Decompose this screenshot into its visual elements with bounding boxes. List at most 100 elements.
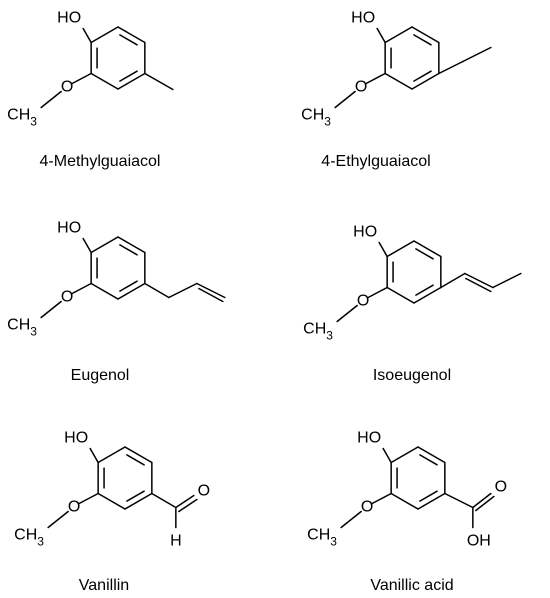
ring-double-bond bbox=[126, 490, 145, 502]
ring-double-bond bbox=[119, 70, 138, 82]
compound-name-4-methylguaiacol: 4-Methylguaiacol bbox=[40, 153, 161, 170]
hydroxyl-label: HO bbox=[357, 430, 381, 447]
methyl-label: CH3 bbox=[301, 107, 331, 129]
ring-bond bbox=[384, 72, 413, 90]
molecule-4-ethylguaiacol: HO O CH3 bbox=[301, 10, 492, 129]
propenyl-double-bond bbox=[465, 277, 492, 293]
ether-bond bbox=[365, 72, 386, 85]
ring-bond bbox=[413, 286, 442, 304]
propenyl-bond-1 bbox=[440, 272, 466, 289]
acid-carbonyl-bond bbox=[472, 492, 492, 509]
methyl-label: CH3 bbox=[303, 321, 333, 343]
ring-bond bbox=[124, 492, 153, 510]
acid-carbonyl-oxygen-label: O bbox=[495, 479, 507, 496]
aldehyde-hydrogen-label: H bbox=[170, 533, 182, 550]
ether-oxygen-label: O bbox=[68, 499, 80, 516]
carbonyl-oxygen-label: O bbox=[198, 483, 210, 500]
methyl-label: CH3 bbox=[307, 527, 337, 549]
ether-bond bbox=[78, 492, 99, 505]
hydroxyl-bond bbox=[378, 241, 388, 258]
molecule-isoeugenol: HO O CH3 bbox=[303, 224, 522, 343]
ring-bond bbox=[390, 446, 419, 464]
hydroxyl-label: HO bbox=[57, 220, 81, 237]
compound-name-vanillic-acid: Vanillic acid bbox=[370, 577, 453, 594]
ring-bond bbox=[384, 26, 413, 44]
aldehyde-bond bbox=[151, 492, 177, 509]
ring-bond bbox=[117, 236, 146, 254]
ring-bond bbox=[411, 72, 440, 90]
acid-carbonyl-double-bond bbox=[475, 495, 495, 512]
hydroxyl-label: HO bbox=[351, 10, 375, 27]
ring-bond bbox=[90, 282, 119, 300]
methyl-label: CH3 bbox=[14, 527, 44, 549]
ring-double-bond bbox=[419, 490, 438, 502]
methyl-bond bbox=[40, 90, 62, 109]
ring-bond bbox=[90, 236, 119, 254]
allyl-bond-1 bbox=[144, 282, 170, 299]
methyl-bond bbox=[340, 510, 362, 529]
allyl-double-bond bbox=[198, 287, 224, 303]
molecule-4-methylguaiacol: HO O CH3 bbox=[7, 10, 174, 129]
ring-double-bond bbox=[419, 454, 438, 466]
hydroxyl-label: HO bbox=[64, 430, 88, 447]
ring-double-bond bbox=[413, 34, 432, 46]
compound-name-eugenol: Eugenol bbox=[71, 367, 130, 384]
methyl-bond bbox=[334, 90, 356, 109]
ring-bond bbox=[117, 282, 146, 300]
hydroxyl-bond bbox=[382, 447, 392, 464]
allyl-bond-3 bbox=[196, 282, 226, 299]
carbonyl-double-bond bbox=[178, 498, 198, 513]
methyl-label: CH3 bbox=[7, 107, 37, 129]
methyl-bond bbox=[336, 304, 358, 323]
methyl-side-chain-bond bbox=[144, 72, 174, 91]
ether-bond bbox=[367, 286, 388, 299]
propenyl-bond-3 bbox=[492, 272, 522, 289]
compound-name-vanillin: Vanillin bbox=[79, 577, 129, 594]
molecule-vanillin: HO O CH3 O H bbox=[14, 430, 210, 550]
ring-bond bbox=[386, 286, 415, 304]
ether-bond bbox=[71, 282, 92, 295]
ether-oxygen-label: O bbox=[355, 79, 367, 96]
ring-bond bbox=[97, 446, 126, 464]
ethyl-bond-2 bbox=[462, 46, 492, 63]
hydroxyl-bond bbox=[82, 27, 92, 44]
ring-double-bond bbox=[119, 244, 138, 256]
ring-double-bond bbox=[415, 284, 434, 296]
ring-bond bbox=[117, 26, 146, 44]
compound-name-isoeugenol: Isoeugenol bbox=[373, 367, 451, 384]
methyl-bond bbox=[40, 300, 62, 319]
ether-bond bbox=[71, 72, 92, 85]
acid-bond bbox=[444, 492, 474, 509]
hydroxyl-label: HO bbox=[57, 10, 81, 27]
ring-bond bbox=[124, 446, 153, 464]
hydroxyl-bond bbox=[82, 237, 92, 254]
ring-bond bbox=[390, 492, 419, 510]
ether-oxygen-label: O bbox=[61, 79, 73, 96]
ring-bond bbox=[413, 240, 442, 258]
ring-double-bond bbox=[413, 70, 432, 82]
ring-bond bbox=[97, 492, 126, 510]
ether-oxygen-label: O bbox=[61, 289, 73, 306]
methyl-bond bbox=[47, 510, 69, 529]
ring-double-bond bbox=[126, 454, 145, 466]
ring-bond bbox=[417, 492, 446, 510]
methyl-label: CH3 bbox=[7, 317, 37, 339]
acid-hydroxyl-label: OH bbox=[467, 533, 491, 550]
molecule-eugenol: HO O CH3 bbox=[7, 220, 226, 339]
ring-bond bbox=[417, 446, 446, 464]
hydroxyl-bond bbox=[89, 447, 99, 464]
ring-double-bond bbox=[119, 280, 138, 292]
hydroxyl-label: HO bbox=[353, 224, 377, 241]
ring-bond bbox=[117, 72, 146, 90]
ethyl-bond-1 bbox=[438, 60, 464, 75]
hydroxyl-bond bbox=[376, 27, 386, 44]
ether-oxygen-label: O bbox=[357, 293, 369, 310]
propenyl-bond-2 bbox=[464, 272, 494, 289]
ring-bond bbox=[386, 240, 415, 258]
allyl-bond-2 bbox=[168, 282, 198, 299]
carbonyl-bond bbox=[175, 494, 195, 509]
ring-double-bond bbox=[119, 34, 138, 46]
ring-double-bond bbox=[415, 248, 434, 260]
